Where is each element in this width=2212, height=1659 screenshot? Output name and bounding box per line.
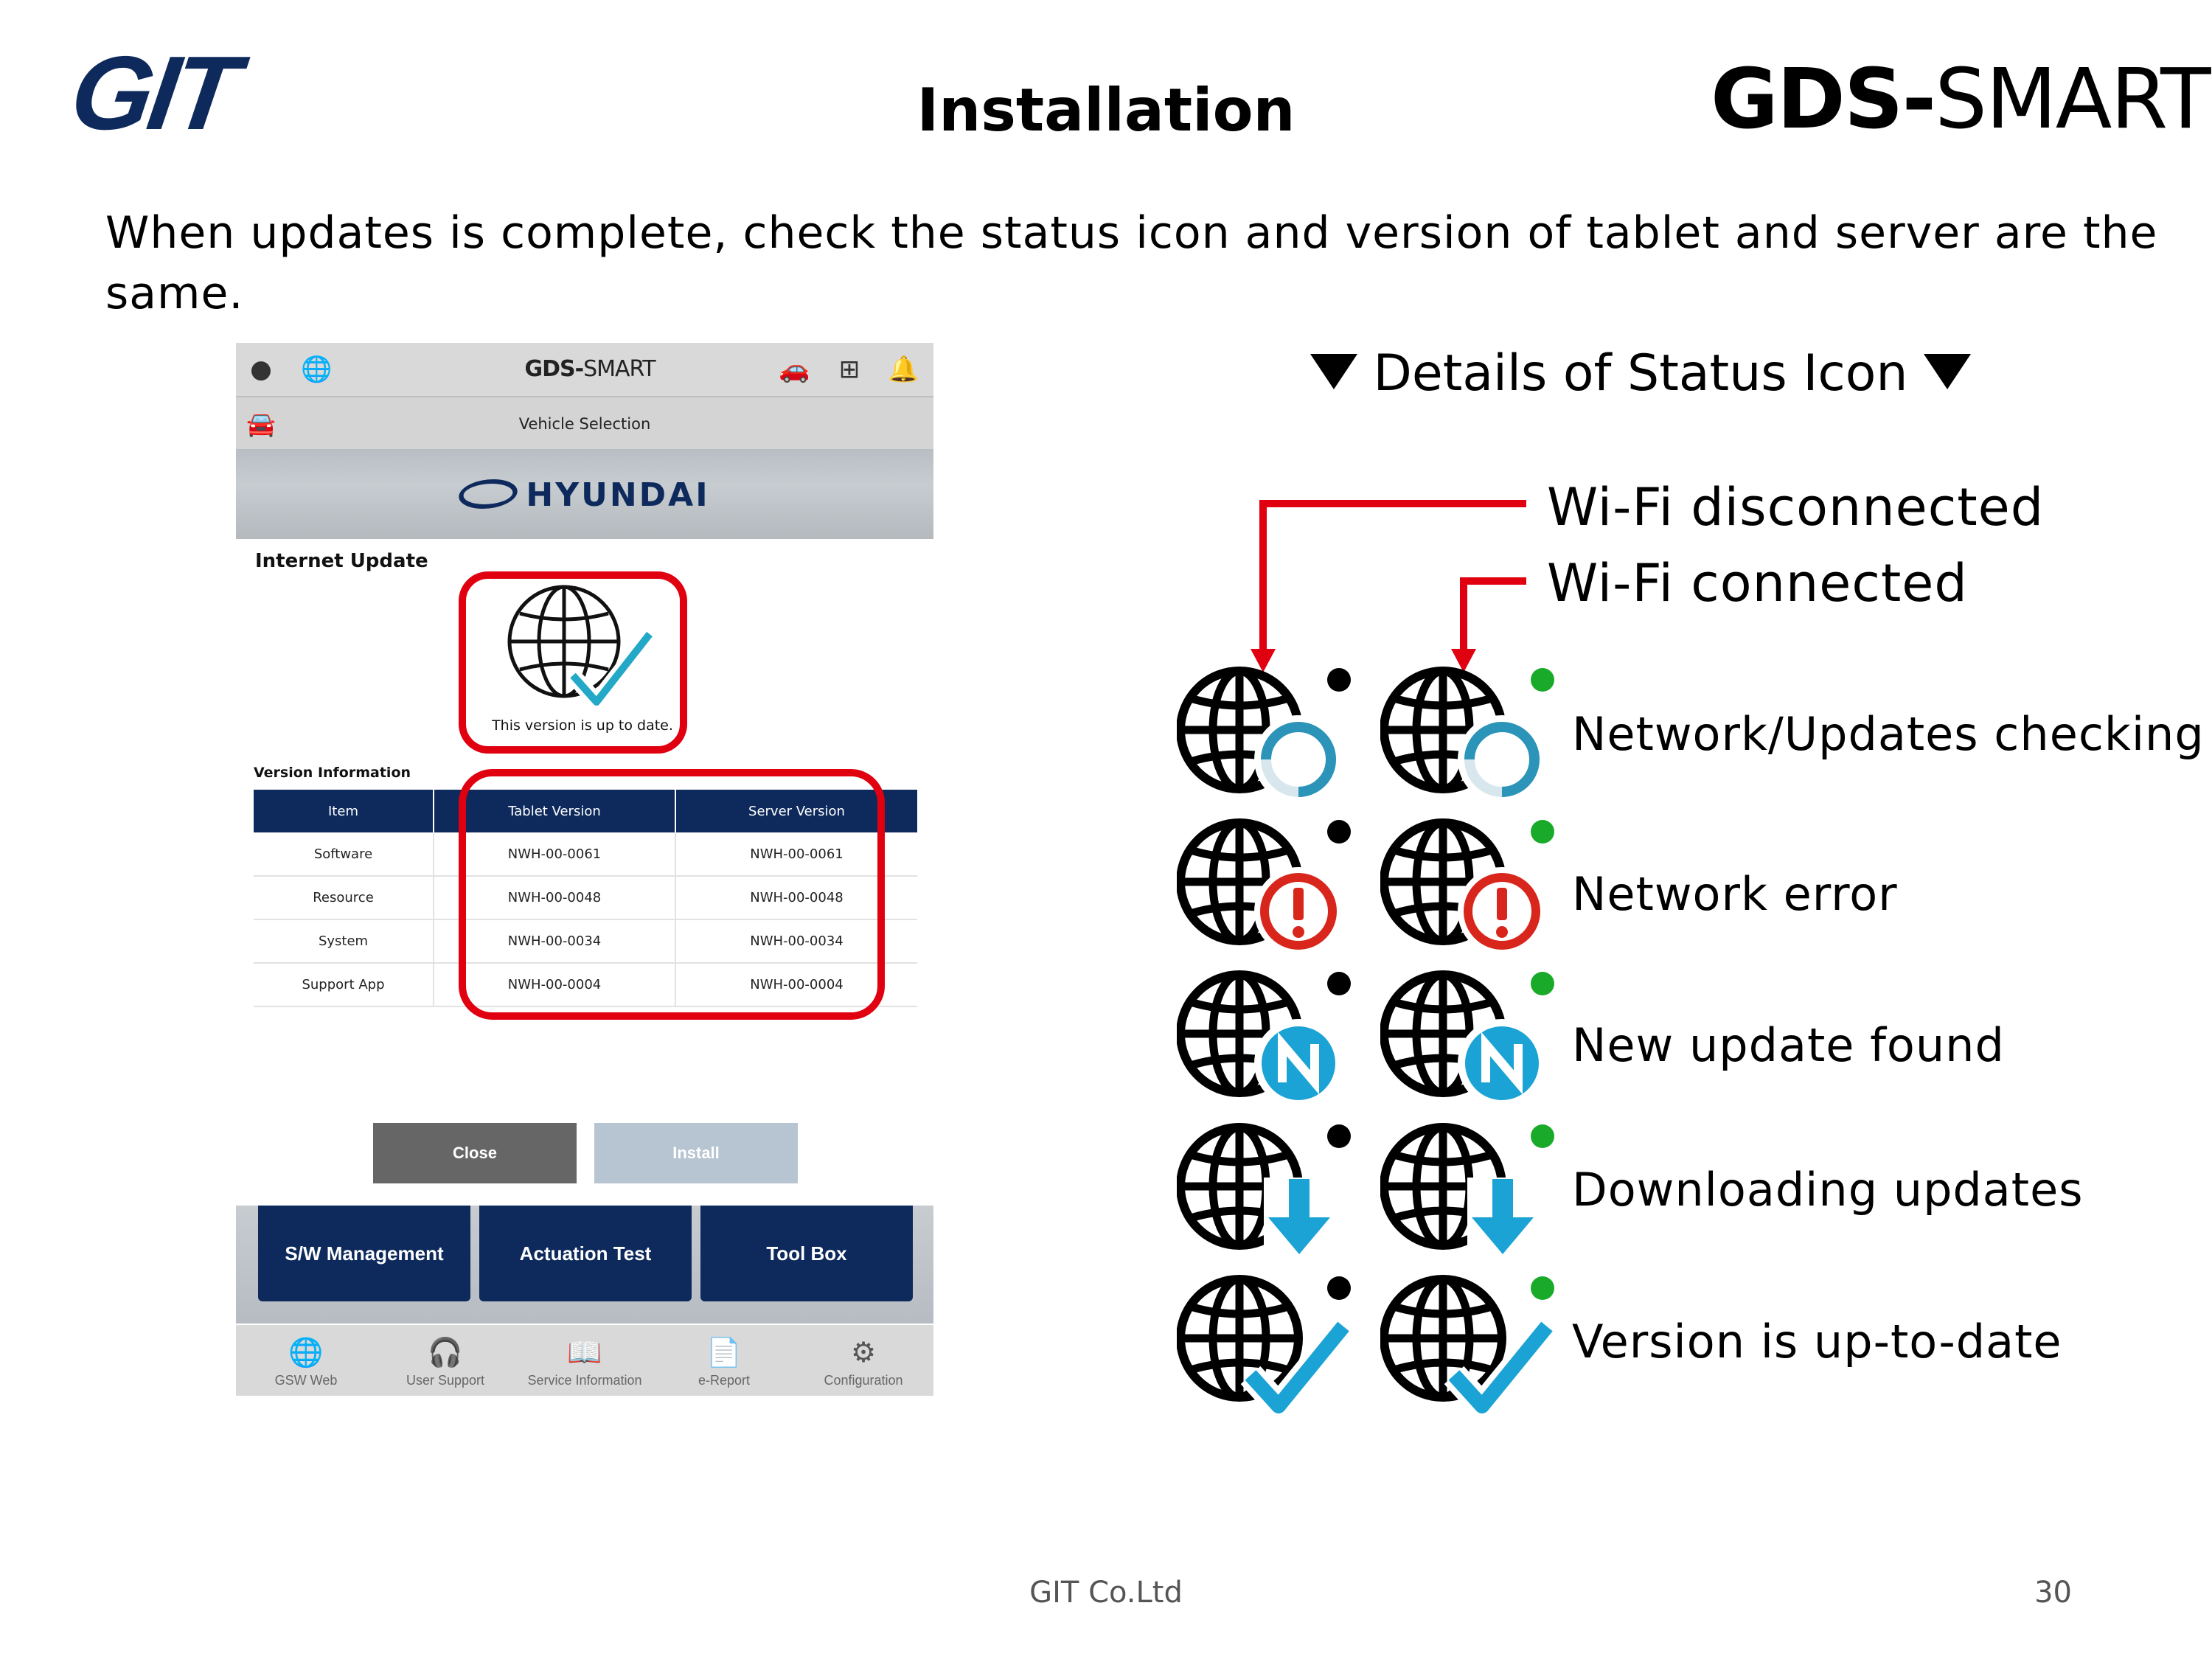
cell-server-version: NWH-00-0004 — [675, 963, 917, 1007]
hyundai-logo: HYUNDAI — [236, 477, 933, 514]
up-to-date-status: This version is up to date. — [492, 717, 673, 734]
table-row: Software NWH-00-0061 NWH-00-0061 — [254, 832, 917, 877]
download-status-icon — [1380, 1123, 1554, 1259]
down-triangle-icon — [1310, 354, 1357, 390]
main-menu: S/W Management Actuation Test Tool Box — [236, 1206, 933, 1324]
tool-box-tile[interactable]: Tool Box — [700, 1206, 913, 1301]
down-triangle-icon — [1924, 354, 1972, 390]
actuation-test-tile[interactable]: Actuation Test — [479, 1206, 692, 1301]
check-status-icon — [1177, 1275, 1354, 1419]
intro-text: When updates is complete, check the stat… — [105, 207, 2158, 319]
nav-configuration[interactable]: ⚙ Configuration — [793, 1329, 933, 1394]
headset-icon: 🎧 — [428, 1338, 463, 1368]
cell-server-version: NWH-00-0034 — [675, 919, 917, 964]
page-title: Installation — [917, 76, 1295, 145]
download-status-icon — [1177, 1123, 1351, 1259]
gds-smart-logo: GDS-SMART — [1711, 52, 2211, 147]
table-row: System NWH-00-0034 NWH-00-0034 — [254, 919, 917, 964]
nav-label: e-Report — [698, 1373, 751, 1388]
globe-icon: 🌐 — [288, 1338, 324, 1368]
cell-tablet-version: NWH-00-0048 — [434, 876, 676, 920]
spinner-status-icon — [1380, 667, 1554, 804]
document-icon: 📄 — [706, 1338, 742, 1368]
tablet-sub-bar: 🚘 Vehicle Selection — [236, 396, 933, 449]
cell-tablet-version: NWH-00-0061 — [434, 832, 676, 877]
nav-service-information[interactable]: 📖 Service Information — [515, 1329, 655, 1394]
git-logo: GIT — [63, 35, 242, 152]
car-error-icon[interactable]: 🚗 — [779, 355, 810, 384]
close-button[interactable]: Close — [373, 1123, 577, 1183]
status-row-label: Version is up-to-date — [1572, 1315, 2062, 1368]
bell-icon[interactable]: 🔔 — [888, 355, 919, 384]
new-status-icon — [1177, 970, 1351, 1107]
wifi-disconnected-label: Wi-Fi disconnected — [1547, 477, 2045, 538]
sw-management-tile[interactable]: S/W Management — [258, 1206, 470, 1301]
version-highlight-box — [459, 769, 885, 1020]
globe-check-icon — [507, 585, 656, 710]
screenshot-icon[interactable]: ⊞ — [838, 355, 860, 384]
hyundai-wordmark: HYUNDAI — [526, 476, 710, 514]
tablet-brand-thin: SMART — [583, 356, 655, 382]
nav-label: GSW Web — [274, 1373, 338, 1388]
spinner-status-icon — [1177, 667, 1351, 804]
status-row-label: Downloading updates — [1572, 1163, 2084, 1217]
nav-label: Configuration — [824, 1373, 903, 1388]
nav-gsw-web[interactable]: 🌐 GSW Web — [236, 1329, 376, 1394]
check-status-icon — [1380, 1275, 1557, 1419]
nav-e-report[interactable]: 📄 e-Report — [654, 1329, 794, 1394]
legend-arrows — [1251, 500, 1526, 672]
vehicle-select-icon[interactable]: 🚘 — [246, 410, 276, 438]
cell-tablet-version: NWH-00-0034 — [434, 919, 676, 964]
table-row: Resource NWH-00-0048 NWH-00-0048 — [254, 876, 917, 920]
details-title: Details of Status Icon — [1290, 341, 1991, 407]
page-number: 30 — [2034, 1576, 2072, 1610]
version-information-heading: Version Information — [254, 765, 411, 781]
error-status-icon — [1380, 818, 1554, 956]
cell-server-version: NWH-00-0061 — [675, 832, 917, 877]
cell-item: System — [254, 919, 434, 964]
globe-check-icon[interactable]: 🌐 — [301, 355, 333, 384]
table-header-row: Item Tablet Version Server Version — [254, 790, 917, 832]
cell-item: Support App — [254, 963, 434, 1007]
tablet-brand: GDS-SMART — [516, 353, 664, 386]
hyundai-emblem-icon — [454, 479, 523, 509]
cell-item: Software — [254, 832, 434, 877]
nav-label: User Support — [406, 1373, 485, 1388]
gds-logo-bold: GDS- — [1711, 52, 1936, 147]
version-table: Item Tablet Version Server Version Softw… — [254, 790, 917, 1007]
gear-icon: ⚙ — [850, 1338, 877, 1368]
status-highlight-box — [459, 571, 687, 754]
footer-company: GIT Co.Ltd — [1029, 1576, 1183, 1610]
status-row-label: Network/Updates checking — [1572, 707, 2205, 761]
cell-item: Resource — [254, 876, 434, 920]
gds-logo-thin: SMART — [1935, 52, 2211, 147]
table-row: Support App NWH-00-0004 NWH-00-0004 — [254, 963, 917, 1007]
tablet-brand-bold: GDS- — [524, 356, 584, 382]
internet-update-heading: Internet Update — [255, 550, 428, 572]
nav-user-support[interactable]: 🎧 User Support — [375, 1329, 515, 1394]
status-row-label: Network error — [1572, 867, 1898, 921]
new-status-icon — [1380, 970, 1554, 1107]
error-status-icon — [1177, 818, 1351, 956]
tablet-top-bar: ● 🌐 GDS-SMART 🚗 ⊞ 🔔 — [236, 343, 933, 396]
col-item: Item — [254, 790, 434, 832]
brand-banner: HYUNDAI — [236, 449, 933, 539]
bottom-nav: 🌐 GSW Web 🎧 User Support 📖 Service Infor… — [236, 1325, 933, 1396]
install-button[interactable]: Install — [594, 1123, 798, 1183]
book-info-icon: 📖 — [567, 1338, 602, 1368]
tablet-screenshot: ● 🌐 GDS-SMART 🚗 ⊞ 🔔 🚘 Vehicle Selection … — [236, 343, 933, 1396]
cell-server-version: NWH-00-0048 — [675, 876, 917, 920]
wifi-connected-label: Wi-Fi connected — [1547, 553, 1968, 613]
nav-label: Service Information — [527, 1373, 642, 1388]
user-icon[interactable]: ● — [250, 355, 272, 384]
vehicle-selection-title: Vehicle Selection — [518, 415, 651, 433]
details-title-text: Details of Status Icon — [1373, 344, 1908, 403]
status-row-label: New update found — [1572, 1018, 2005, 1072]
